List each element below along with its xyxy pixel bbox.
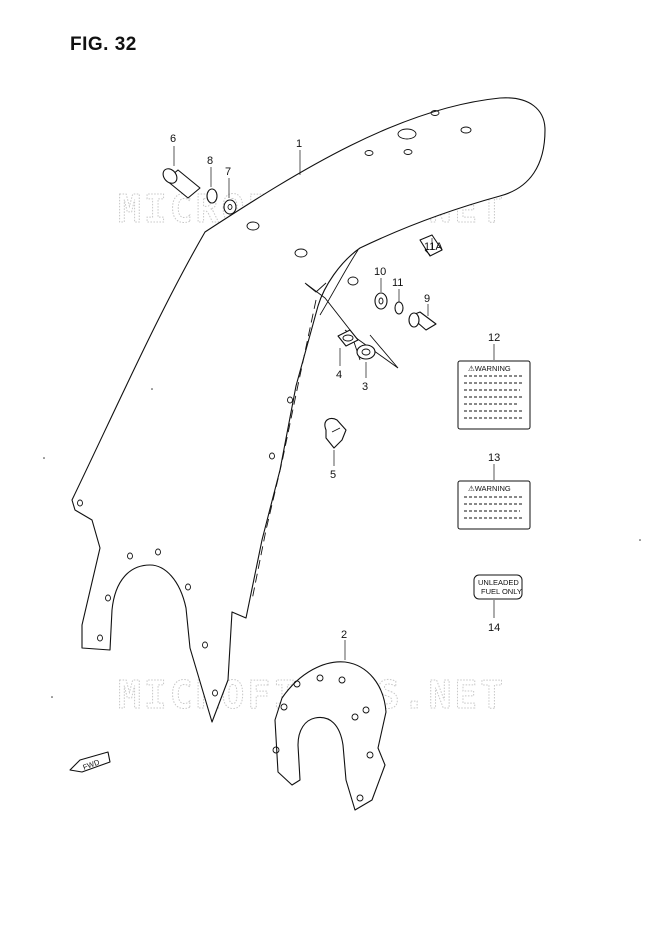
callout-1: 1 — [296, 138, 302, 150]
callout-6: 6 — [170, 133, 176, 145]
callout-11: 11 — [392, 277, 403, 289]
fuel-label-line-1: UNLEADED — [478, 578, 519, 587]
callout-10: 10 — [374, 266, 386, 278]
callout-8: 8 — [207, 155, 213, 167]
callout-12: 12 — [488, 332, 500, 344]
callout-3: 3 — [362, 381, 368, 393]
callout-numbers: 1 2 3 4 5 6 7 8 9 10 11 11A 12 13 14 — [170, 133, 500, 641]
callout-11a: 11A — [424, 241, 443, 253]
callout-7: 7 — [225, 166, 231, 178]
washer-part-10 — [374, 292, 388, 310]
bolt-part-11a — [419, 234, 443, 257]
callout-5: 5 — [330, 469, 336, 481]
warning-label-part-13: ⚠WARNING — [457, 480, 531, 530]
callout-4: 4 — [336, 369, 342, 381]
leader-lines — [173, 146, 495, 660]
washer-part-7 — [223, 199, 237, 215]
washer-part-11 — [394, 301, 404, 315]
figure-title: FIG. 32 — [70, 34, 137, 55]
warning-label-part-12: ⚠WARNING — [457, 360, 531, 430]
fuel-label-line-2: FUEL ONLY — [481, 587, 522, 596]
clamp-part-5 — [324, 417, 347, 449]
grommet-part-4 — [337, 329, 359, 347]
cushion-part-3 — [356, 344, 376, 360]
forward-direction-arrow: FWD — [69, 751, 111, 773]
washer-part-8 — [206, 188, 218, 204]
rear-fender-part-1 — [71, 97, 546, 723]
callout-9: 9 — [424, 293, 430, 305]
fuel-label-part-14: UNLEADED FUEL ONLY — [473, 574, 523, 600]
warning-label-13-title: ⚠WARNING — [468, 484, 511, 493]
bolt-part-9 — [408, 311, 437, 331]
mud-plate-part-2 — [272, 661, 387, 811]
bolt-part-6 — [162, 168, 201, 199]
callout-2: 2 — [341, 629, 347, 641]
warning-label-12-title: ⚠WARNING — [468, 364, 511, 373]
callout-13: 13 — [488, 452, 500, 464]
callout-14: 14 — [488, 622, 500, 634]
